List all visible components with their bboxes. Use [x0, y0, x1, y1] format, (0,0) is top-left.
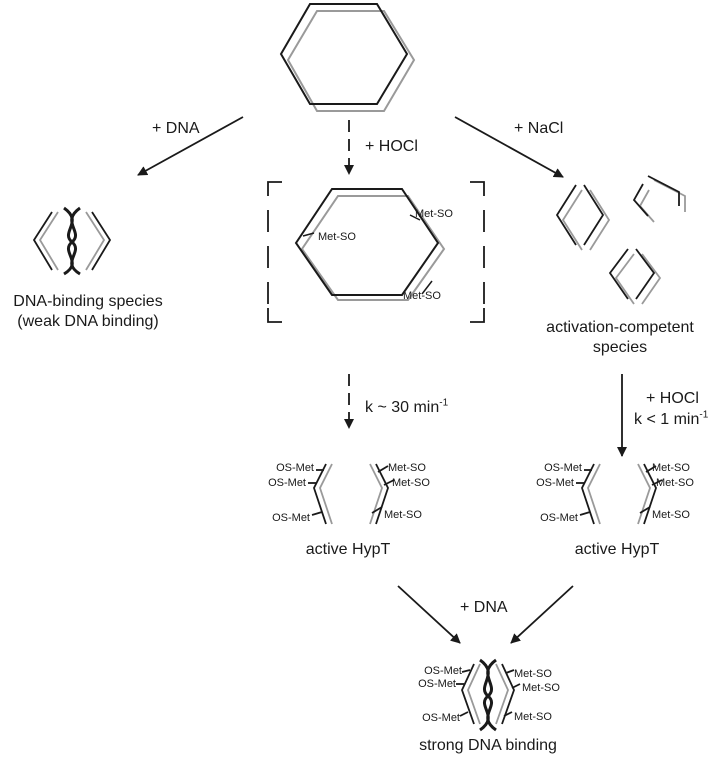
- os-met-label: OS-Met: [424, 665, 462, 677]
- os-met-label: OS-Met: [418, 678, 456, 690]
- top-hexamer-icon: [279, 3, 416, 112]
- strong-dna-binding-complex-icon: [456, 658, 521, 732]
- met-so-label: Met-SO: [656, 477, 694, 489]
- plus-nacl-label: + NaCl: [514, 120, 564, 137]
- met-so-label-left: Met-SO: [318, 231, 356, 243]
- activation-competent-species-icon: [555, 175, 686, 305]
- dna-binding-species-icon: [32, 206, 112, 276]
- met-so-label: Met-SO: [388, 462, 426, 474]
- arrow-to-dna-binding: [137, 116, 244, 176]
- met-so-label: Met-SO: [384, 509, 422, 521]
- os-met-label: OS-Met: [422, 712, 460, 724]
- activation-competent-species-label: species: [592, 339, 648, 356]
- met-so-label: Met-SO: [514, 668, 552, 680]
- met-so-label-right-bottom: Met-SO: [403, 290, 441, 302]
- active-hypt-left-label: active HypT: [305, 541, 391, 558]
- weak-dna-binding-label: (weak DNA binding): [17, 313, 159, 330]
- os-met-label: OS-Met: [272, 512, 310, 524]
- fast-rate-label: k < 1 min-1: [634, 409, 709, 428]
- os-met-label: OS-Met: [544, 462, 582, 474]
- active-hypt-right-label: active HypT: [574, 541, 660, 558]
- met-so-ticks: [302, 214, 433, 295]
- plus-dna-label-bottom: + DNA: [460, 599, 508, 616]
- arrow-left-to-strong-binding: [397, 585, 461, 644]
- dna-binding-species-label: DNA-binding species: [13, 293, 163, 310]
- arrow-right-to-strong-binding: [510, 585, 574, 644]
- activation-competent-label: activation-competent: [546, 319, 694, 336]
- met-so-label: Met-SO: [514, 711, 552, 723]
- strong-dna-binding-label: strong DNA binding: [419, 737, 557, 754]
- active-hypt-left-icon: [308, 463, 395, 525]
- met-so-label: Met-SO: [652, 462, 690, 474]
- plus-hocl-label-top: + HOCl: [365, 138, 418, 155]
- active-hypt-right-icon: [576, 463, 663, 525]
- os-met-label: OS-Met: [536, 477, 574, 489]
- os-met-label: OS-Met: [540, 512, 578, 524]
- plus-dna-label-top-left: + DNA: [152, 120, 200, 137]
- met-so-label: Met-SO: [652, 509, 690, 521]
- plus-hocl-label-right: + HOCl: [646, 390, 699, 407]
- oxidized-hexamer-icon: [294, 188, 446, 301]
- transient-species-bracket: [267, 181, 485, 323]
- os-met-label: OS-Met: [276, 462, 314, 474]
- met-so-label: Met-SO: [392, 477, 430, 489]
- slow-rate-label: k ~ 30 min-1: [365, 397, 449, 416]
- met-so-label: Met-SO: [522, 682, 560, 694]
- os-met-label: OS-Met: [268, 477, 306, 489]
- arrow-to-activation-competent: [454, 116, 564, 178]
- met-so-label-right-top: Met-SO: [415, 208, 453, 220]
